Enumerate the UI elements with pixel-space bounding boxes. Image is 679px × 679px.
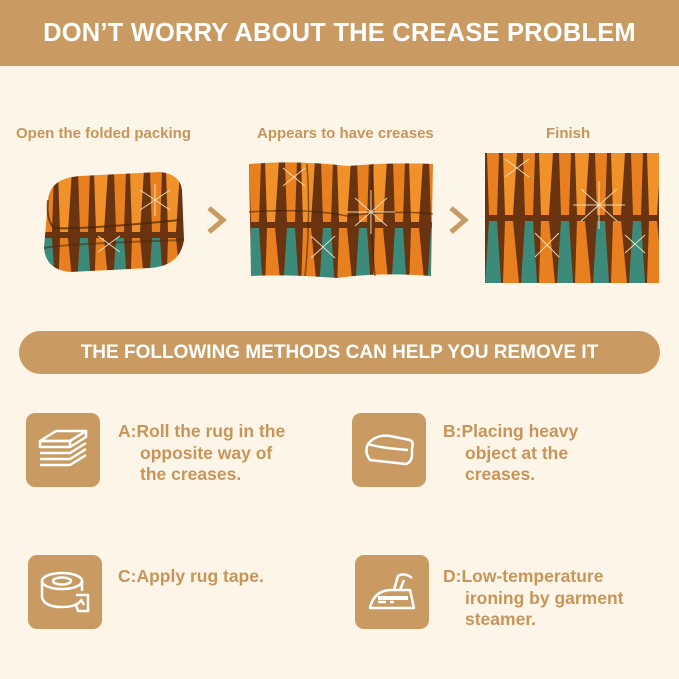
page-title: DON’T WORRY ABOUT THE CREASE PROBLEM (43, 18, 636, 47)
method-a-line-2: opposite way of (140, 442, 273, 463)
method-b-line-2: object at the (465, 442, 569, 463)
method-a-line-3: the creases. (140, 464, 242, 484)
methods-header: THE FOLLOWING METHODS CAN HELP YOU REMOV… (19, 331, 660, 374)
folded-towel-icon (352, 413, 426, 487)
method-d-line-3: steamer. (465, 609, 537, 629)
method-c-text: C:Apply rug tape. (118, 566, 264, 588)
arrow-1-icon (207, 206, 227, 234)
rolled-rug-icon (26, 413, 100, 487)
method-b-line-3: creases. (465, 464, 536, 484)
tape-roll-icon (28, 555, 102, 629)
method-a-text: A:Roll the rug in the opposite way of th… (118, 421, 285, 486)
step-open-label: Open the folded packing (16, 125, 192, 142)
finished-rug-image (485, 153, 659, 283)
method-c-line-1: C:Apply rug tape. (118, 566, 264, 586)
step-creases-label: Appears to have creases (257, 125, 434, 142)
arrow-2-icon (449, 206, 469, 234)
step-finish-label: Finish (546, 125, 591, 142)
method-d-text: D:Low-temperature ironing by garment ste… (443, 566, 623, 631)
folded-rug-image (43, 172, 185, 272)
method-b-text: B:Placing heavy object at the creases. (443, 421, 578, 486)
iron-icon (355, 555, 429, 629)
creased-rug-image (248, 162, 434, 278)
title-banner: DON’T WORRY ABOUT THE CREASE PROBLEM (0, 0, 679, 66)
method-b-line-1: B:Placing heavy (443, 421, 579, 441)
method-d-line-1: D:Low-temperature (443, 566, 604, 586)
methods-header-text: THE FOLLOWING METHODS CAN HELP YOU REMOV… (80, 341, 599, 363)
method-d-line-2: ironing by garment (465, 587, 624, 608)
method-a-line-1: A:Roll the rug in the (118, 421, 286, 441)
